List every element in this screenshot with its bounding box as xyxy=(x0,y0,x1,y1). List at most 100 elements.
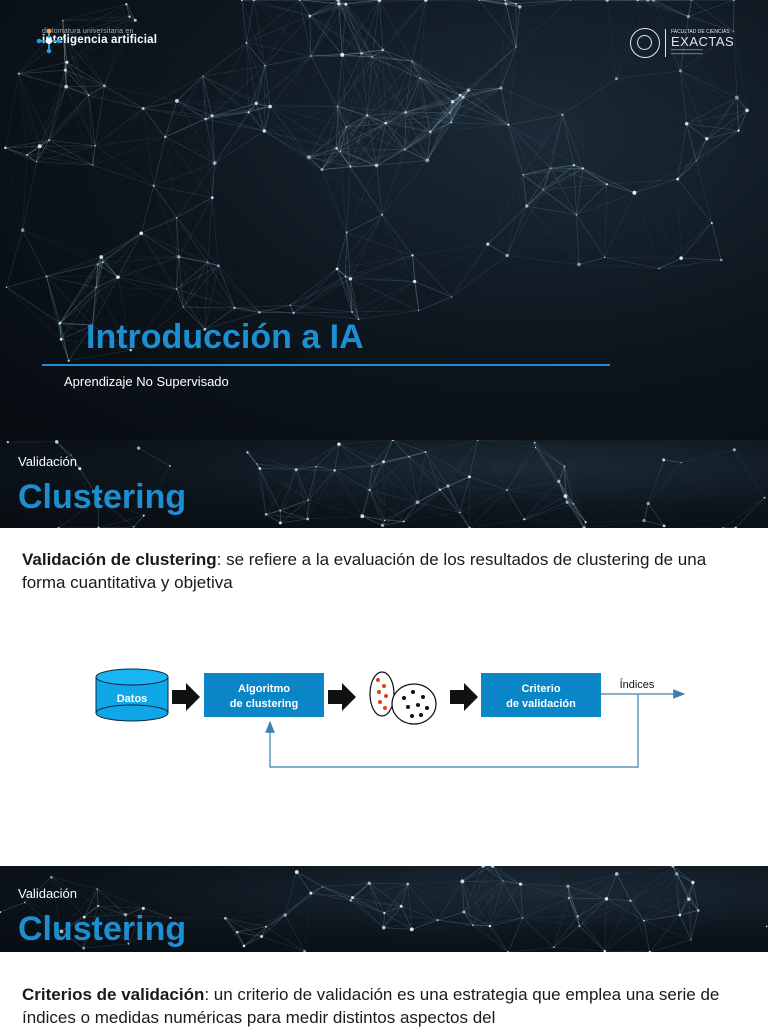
network-line xyxy=(382,215,414,282)
network-line xyxy=(208,198,213,262)
network-node xyxy=(265,926,267,928)
definition-term: Validación de clustering xyxy=(22,550,217,569)
network-line xyxy=(470,519,525,528)
network-line xyxy=(524,504,573,519)
network-line xyxy=(607,899,650,952)
network-line xyxy=(206,119,212,198)
network-line xyxy=(579,899,606,926)
network-line xyxy=(6,287,61,339)
network-line xyxy=(359,255,413,319)
network-line xyxy=(346,255,413,276)
network-node xyxy=(506,489,508,491)
network-line xyxy=(346,232,347,276)
network-node xyxy=(345,276,347,278)
network-line xyxy=(507,490,524,519)
network-node xyxy=(382,49,385,52)
network-line xyxy=(508,47,516,125)
network-node xyxy=(94,145,95,146)
network-node xyxy=(337,106,339,108)
network-node xyxy=(21,228,25,232)
network-line xyxy=(308,470,334,500)
network-node xyxy=(310,55,312,57)
network-node xyxy=(685,122,689,126)
network-line xyxy=(177,266,219,289)
network-node xyxy=(515,3,517,5)
network-node xyxy=(436,919,438,921)
network-node xyxy=(62,20,63,21)
network-node xyxy=(381,214,383,216)
network-node xyxy=(102,261,104,263)
network-line xyxy=(535,448,565,497)
network-line xyxy=(426,452,460,513)
network-line xyxy=(543,115,562,190)
network-line xyxy=(353,898,412,930)
network-line xyxy=(507,490,566,496)
network-node xyxy=(375,164,379,168)
network-node xyxy=(403,521,405,523)
network-node xyxy=(48,139,50,141)
network-line xyxy=(177,257,179,289)
network-line xyxy=(247,452,266,514)
network-line xyxy=(453,102,509,125)
algorithm-label-2: de clustering xyxy=(230,698,298,710)
network-line xyxy=(40,87,66,147)
network-line xyxy=(681,258,721,260)
network-line xyxy=(23,230,103,262)
network-line xyxy=(524,496,565,519)
network-node xyxy=(467,88,470,91)
network-line xyxy=(215,107,270,164)
network-line xyxy=(19,74,27,155)
network-node xyxy=(506,254,509,257)
network-line xyxy=(576,184,606,215)
network-node xyxy=(202,76,203,77)
network-line xyxy=(516,7,520,47)
network-node xyxy=(164,136,167,139)
network-line xyxy=(634,124,686,193)
network-node xyxy=(153,185,155,187)
network-node xyxy=(333,469,336,472)
course-title: Introducción a IA xyxy=(86,318,364,357)
network-node xyxy=(615,77,618,80)
network-line xyxy=(257,464,280,523)
network-node xyxy=(265,513,268,516)
network-node xyxy=(582,167,584,169)
network-line xyxy=(469,4,506,90)
network-line xyxy=(264,127,346,131)
network-line xyxy=(310,4,339,16)
network-line xyxy=(384,462,418,503)
network-line xyxy=(507,448,536,490)
network-node xyxy=(745,108,749,112)
network-line xyxy=(408,881,463,884)
network-node xyxy=(7,441,9,443)
network-node xyxy=(233,307,235,309)
network-line xyxy=(554,947,605,951)
arrow-right-icon xyxy=(450,683,478,711)
network-line xyxy=(493,866,523,918)
network-node xyxy=(606,183,608,185)
network-line xyxy=(605,901,631,951)
network-line xyxy=(297,872,323,887)
network-node xyxy=(103,84,106,87)
network-line xyxy=(523,115,563,175)
network-node xyxy=(306,518,309,521)
network-line xyxy=(141,233,183,307)
network-node xyxy=(64,85,68,89)
network-line xyxy=(212,198,218,266)
network-line xyxy=(218,266,259,313)
definition-term: Criterios de validación xyxy=(22,985,204,1004)
network-node xyxy=(346,231,348,233)
network-line xyxy=(404,521,470,528)
slide-title: Clustering xyxy=(18,478,186,517)
network-node xyxy=(663,525,666,528)
network-node xyxy=(4,147,6,149)
network-line xyxy=(524,481,559,519)
network-line xyxy=(93,165,141,233)
network-line xyxy=(257,464,280,511)
network-line xyxy=(154,186,213,198)
network-line xyxy=(734,450,764,498)
network-node xyxy=(697,909,700,912)
network-line xyxy=(507,255,579,264)
network-line xyxy=(134,516,144,527)
network-node xyxy=(92,164,93,165)
network-line xyxy=(448,486,470,528)
